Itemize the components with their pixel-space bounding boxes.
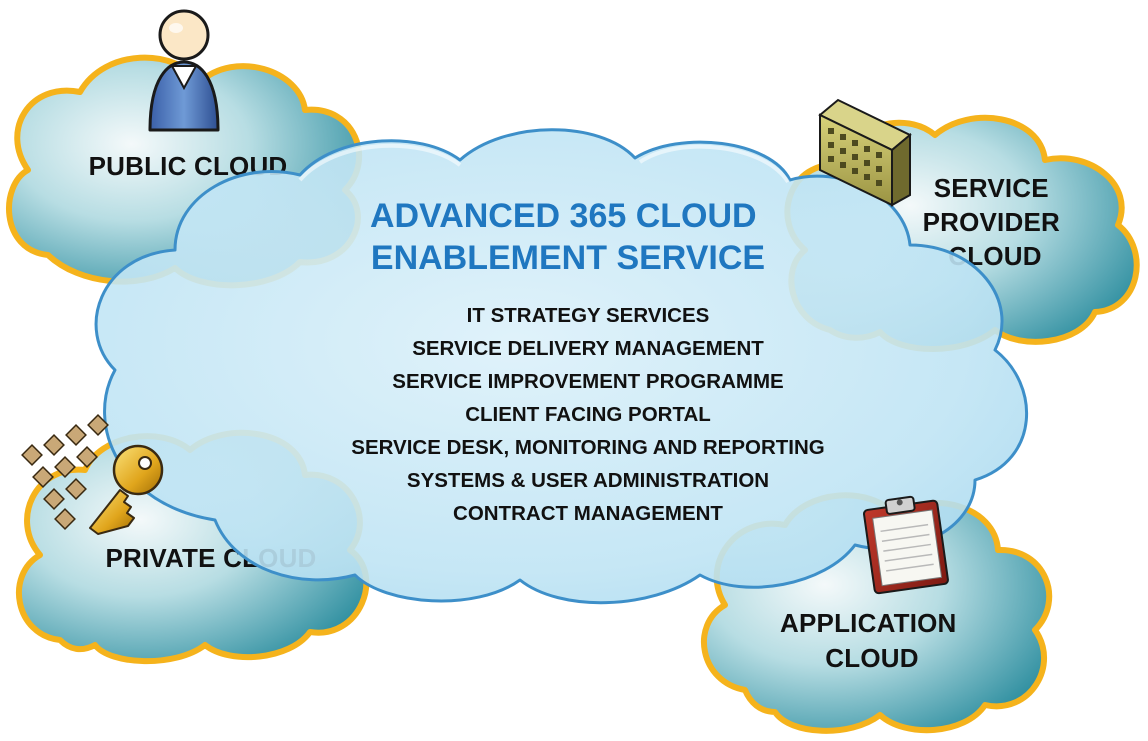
- service-item: SERVICE DESK, MONITORING AND REPORTING: [351, 436, 824, 459]
- application-cloud-label: APPLICATION CLOUD: [780, 608, 964, 673]
- key-icon: [21, 414, 164, 535]
- service-item: SYSTEMS & USER ADMINISTRATION: [407, 469, 769, 492]
- service-item: SERVICE DELIVERY MANAGEMENT: [412, 337, 764, 360]
- service-item: SERVICE IMPROVEMENT PROGRAMME: [392, 370, 783, 393]
- service-item: CLIENT FACING PORTAL: [465, 403, 711, 426]
- clipboard-icon: [863, 495, 949, 595]
- building-icon: [818, 98, 912, 207]
- main-cloud: ADVANCED 365 CLOUD ENABLEMENT SERVICE IT…: [94, 128, 1029, 605]
- person-icon: [148, 9, 220, 132]
- service-list: IT STRATEGY SERVICES SERVICE DELIVERY MA…: [351, 304, 824, 525]
- main-cloud-highlight: [298, 143, 790, 184]
- service-item: CONTRACT MANAGEMENT: [453, 502, 723, 525]
- service-provider-cloud-label: SERVICE PROVIDER CLOUD: [923, 173, 1068, 271]
- main-cloud-shape: [94, 128, 1029, 605]
- main-cloud-title: ADVANCED 365 CLOUD ENABLEMENT SERVICE: [370, 197, 766, 277]
- service-item: IT STRATEGY SERVICES: [467, 304, 710, 327]
